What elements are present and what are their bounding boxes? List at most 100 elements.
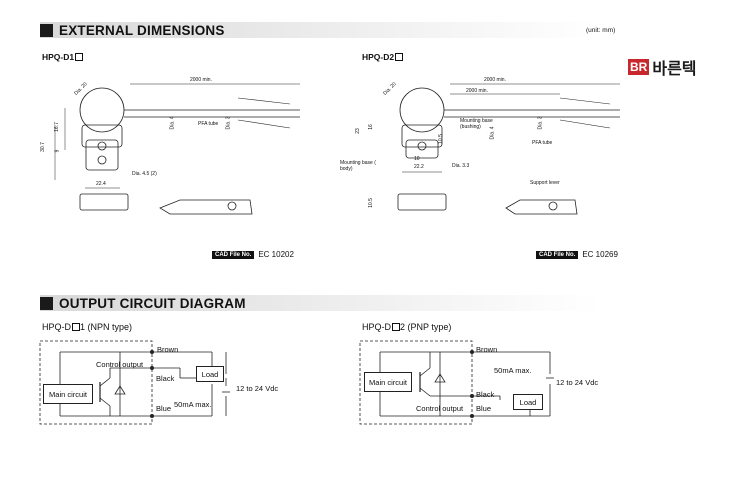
right-h-23: 23 [354, 128, 361, 134]
right-mounting-bushing: Mounting base (bushing) [460, 118, 493, 130]
npn-tr-e [99, 397, 111, 407]
left-lead-1 [237, 97, 291, 105]
right-side-view [397, 193, 447, 211]
right-dia-3-3: Dia. 3.3 [452, 163, 470, 169]
left-h-9: 9 [54, 149, 61, 153]
left-lead-2 [237, 119, 291, 129]
blank-square-icon [392, 323, 400, 331]
left-hole-1 [97, 141, 107, 151]
pnp-blue-label: Blue [476, 404, 492, 413]
pnp-zener [434, 373, 446, 383]
npn-brown-label: Brown [157, 345, 179, 354]
left-dia-4-5: Dia. 4.5 (2) [132, 171, 157, 177]
unit-note: (unit: mm) [586, 27, 616, 34]
pnp-node-black [470, 394, 474, 398]
npn-title-prefix: HPQ-D [42, 322, 71, 332]
left-h-30-7: 30.7 [39, 142, 46, 152]
cad-tag: CAD File No. [536, 250, 579, 259]
pnp-voltage: 12 to 24 Vdc [556, 378, 599, 387]
left-side-screw [227, 201, 237, 211]
right-support-lever: Support lever [530, 180, 560, 186]
pnp-control-output: Control output [416, 404, 464, 413]
left-cable-length: 2000 min. [190, 77, 212, 83]
npn-zener [114, 385, 126, 395]
left-side-view [79, 193, 129, 211]
pnp-tr-e [419, 367, 431, 377]
left-dia-4: Dia. 4 [169, 116, 176, 130]
pnp-black-label: Black [476, 390, 495, 399]
npn-node-blue [150, 414, 154, 418]
right-side-screw [548, 201, 558, 211]
pnp-load: Load [513, 394, 543, 410]
right-body [401, 124, 443, 148]
npn-node-brown [150, 350, 154, 354]
blank-square-icon [395, 53, 404, 61]
right-h-10-5a: 10.5 [437, 134, 444, 144]
npn-tr-c [99, 377, 111, 387]
right-dia-4: Dia. 4 [489, 126, 496, 140]
right-h-10-5b: 10.5 [367, 198, 374, 208]
right-pfa-tube: PFA tube [532, 140, 553, 146]
pnp-brown-label: Brown [476, 345, 498, 354]
left-side-view-2 [159, 199, 253, 215]
logo-mark: BR [628, 59, 650, 75]
pnp-node-brown [470, 350, 474, 354]
left-h-16-7: 16.7 [53, 122, 60, 132]
pnp-title: HPQ-D 2 (PNP type) [362, 322, 451, 332]
right-dia-3: Dia. 3 [537, 116, 544, 130]
right-mounting-body: Mounting base ( body) [340, 160, 376, 172]
cad-value: EC 10202 [258, 250, 294, 259]
dimensions-title: EXTERNAL DIMENSIONS [59, 22, 225, 38]
right-h-16: 16 [367, 124, 374, 130]
right-w-22-2: 22.2 [414, 164, 424, 170]
brand-logo: BR 바른텍 [628, 55, 697, 79]
npn-voltage: 12 to 24 Vdc [236, 384, 279, 393]
right-model-label: HPQ-D2 [362, 52, 404, 62]
logo-text: 바른텍 [652, 61, 697, 78]
cad-tag: CAD File No. [212, 250, 255, 259]
left-body [81, 124, 123, 148]
pnp-boundary [359, 340, 473, 425]
npn-title-suffix: 1 (NPN type) [80, 322, 133, 332]
left-dia-3: Dia. 3 [225, 116, 232, 130]
right-hole [417, 141, 427, 151]
circuit-title: OUTPUT CIRCUIT DIAGRAM [59, 295, 246, 311]
right-model-text: HPQ-D2 [362, 52, 395, 62]
right-w-10: 10 [414, 156, 420, 162]
npn-boundary [39, 340, 153, 425]
left-model-text: HPQ-D1 [42, 52, 75, 62]
npn-main-circuit: Main circuit [43, 384, 93, 404]
pnp-tr-c [419, 387, 431, 397]
npn-control-output: Control output [96, 360, 144, 369]
pnp-main-circuit: Main circuit [364, 372, 412, 392]
npn-load: Load [196, 366, 224, 382]
left-hole-2 [97, 155, 107, 165]
pnp-title-prefix: HPQ-D [362, 322, 391, 332]
right-cable-length-2: 2000 min. [466, 88, 488, 94]
right-cable-length-1: 2000 min. [484, 77, 506, 83]
pnp-current: 50mA max. [494, 366, 532, 375]
npn-black-label: Black [156, 374, 175, 383]
right-side-view-2 [505, 199, 578, 215]
pnp-node-blue [470, 414, 474, 418]
right-lead-2 [559, 119, 611, 129]
right-base [405, 139, 439, 159]
left-base [85, 139, 119, 171]
left-w-22-4: 22.4 [96, 181, 106, 187]
blank-square-icon [75, 53, 84, 61]
npn-title: HPQ-D 1 (NPN type) [42, 322, 132, 332]
pnp-title-suffix: 2 (PNP type) [400, 322, 452, 332]
right-lead-1 [559, 97, 611, 105]
npn-blue-label: Blue [156, 404, 172, 413]
left-pfa-tube: PFA tube [198, 121, 219, 127]
npn-node-black [150, 366, 154, 370]
npn-current: 50mA max. [174, 400, 212, 409]
header-square-icon [40, 296, 53, 310]
cad-file-right: CAD File No. EC 10269 [536, 250, 618, 259]
cad-value: EC 10269 [582, 250, 618, 259]
cad-file-left: CAD File No. EC 10202 [212, 250, 294, 259]
blank-square-icon [72, 323, 80, 331]
left-model-label: HPQ-D1 [42, 52, 84, 62]
header-square-icon [40, 23, 53, 37]
